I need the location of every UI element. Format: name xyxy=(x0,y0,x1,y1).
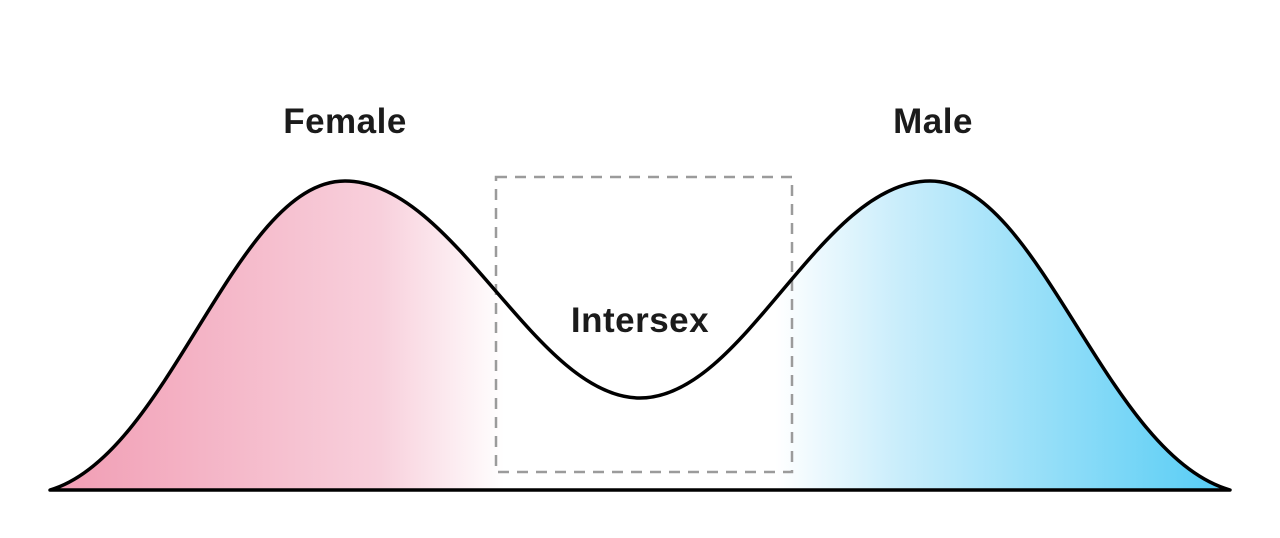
intersex-region-box xyxy=(494,175,794,474)
male-label: Male xyxy=(893,102,973,141)
female-label: Female xyxy=(283,102,407,141)
distribution-fill xyxy=(50,181,1230,490)
intersex-label: Intersex xyxy=(571,301,709,340)
distribution-curve-outline xyxy=(48,179,1232,492)
